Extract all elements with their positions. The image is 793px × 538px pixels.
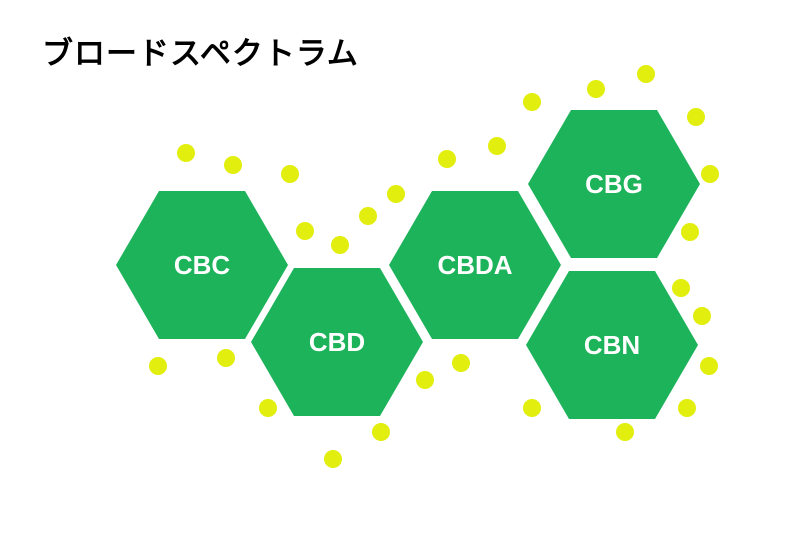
- hexagon-cbg-shape: [528, 110, 700, 258]
- terpene-dot: [387, 185, 405, 203]
- terpene-dot: [177, 144, 195, 162]
- terpene-dot: [372, 423, 390, 441]
- cannabinoid-hexagons: CBC CBD CBDA CBG CBN: [116, 110, 700, 419]
- hexagon-cbc: CBC: [116, 191, 288, 339]
- hexagon-cbd-label: CBD: [309, 327, 365, 357]
- terpene-dot: [672, 279, 690, 297]
- terpene-dot: [149, 357, 167, 375]
- terpene-dots: [149, 65, 719, 468]
- terpene-dot: [416, 371, 434, 389]
- terpene-dot: [331, 236, 349, 254]
- hexagon-cbg: CBG: [528, 110, 700, 258]
- terpene-dot: [678, 399, 696, 417]
- terpene-dot: [488, 137, 506, 155]
- hexagon-cbc-shape: [116, 191, 288, 339]
- terpene-dot: [217, 349, 235, 367]
- terpene-dot: [687, 108, 705, 126]
- terpene-dot: [452, 354, 470, 372]
- terpene-dot: [259, 399, 277, 417]
- terpene-dot: [523, 93, 541, 111]
- terpene-dot: [324, 450, 342, 468]
- terpene-dot: [701, 165, 719, 183]
- hexagon-cbg-label: CBG: [585, 169, 643, 199]
- terpene-dot: [296, 222, 314, 240]
- hexagon-cbda: CBDA: [389, 191, 561, 339]
- terpene-dot: [681, 223, 699, 241]
- terpene-dot: [693, 307, 711, 325]
- hexagon-cbda-label: CBDA: [437, 250, 512, 280]
- terpene-dot: [224, 156, 242, 174]
- terpene-dot: [281, 165, 299, 183]
- terpene-dot: [616, 423, 634, 441]
- hexagon-cbda-shape: [389, 191, 561, 339]
- terpene-dot: [700, 357, 718, 375]
- hexagon-cbn-shape: [526, 271, 698, 419]
- terpene-dot: [637, 65, 655, 83]
- terpene-dot: [587, 80, 605, 98]
- hexagon-cbn: CBN: [526, 271, 698, 419]
- terpene-dot: [359, 207, 377, 225]
- hexagon-cbd: CBD: [251, 268, 423, 416]
- hexagon-cbc-label: CBC: [174, 250, 231, 280]
- hexagon-cbd-shape: [251, 268, 423, 416]
- hexagon-cbn-label: CBN: [584, 330, 640, 360]
- terpene-dot: [523, 399, 541, 417]
- page-title: ブロードスペクトラム: [42, 36, 359, 72]
- terpene-dot: [438, 150, 456, 168]
